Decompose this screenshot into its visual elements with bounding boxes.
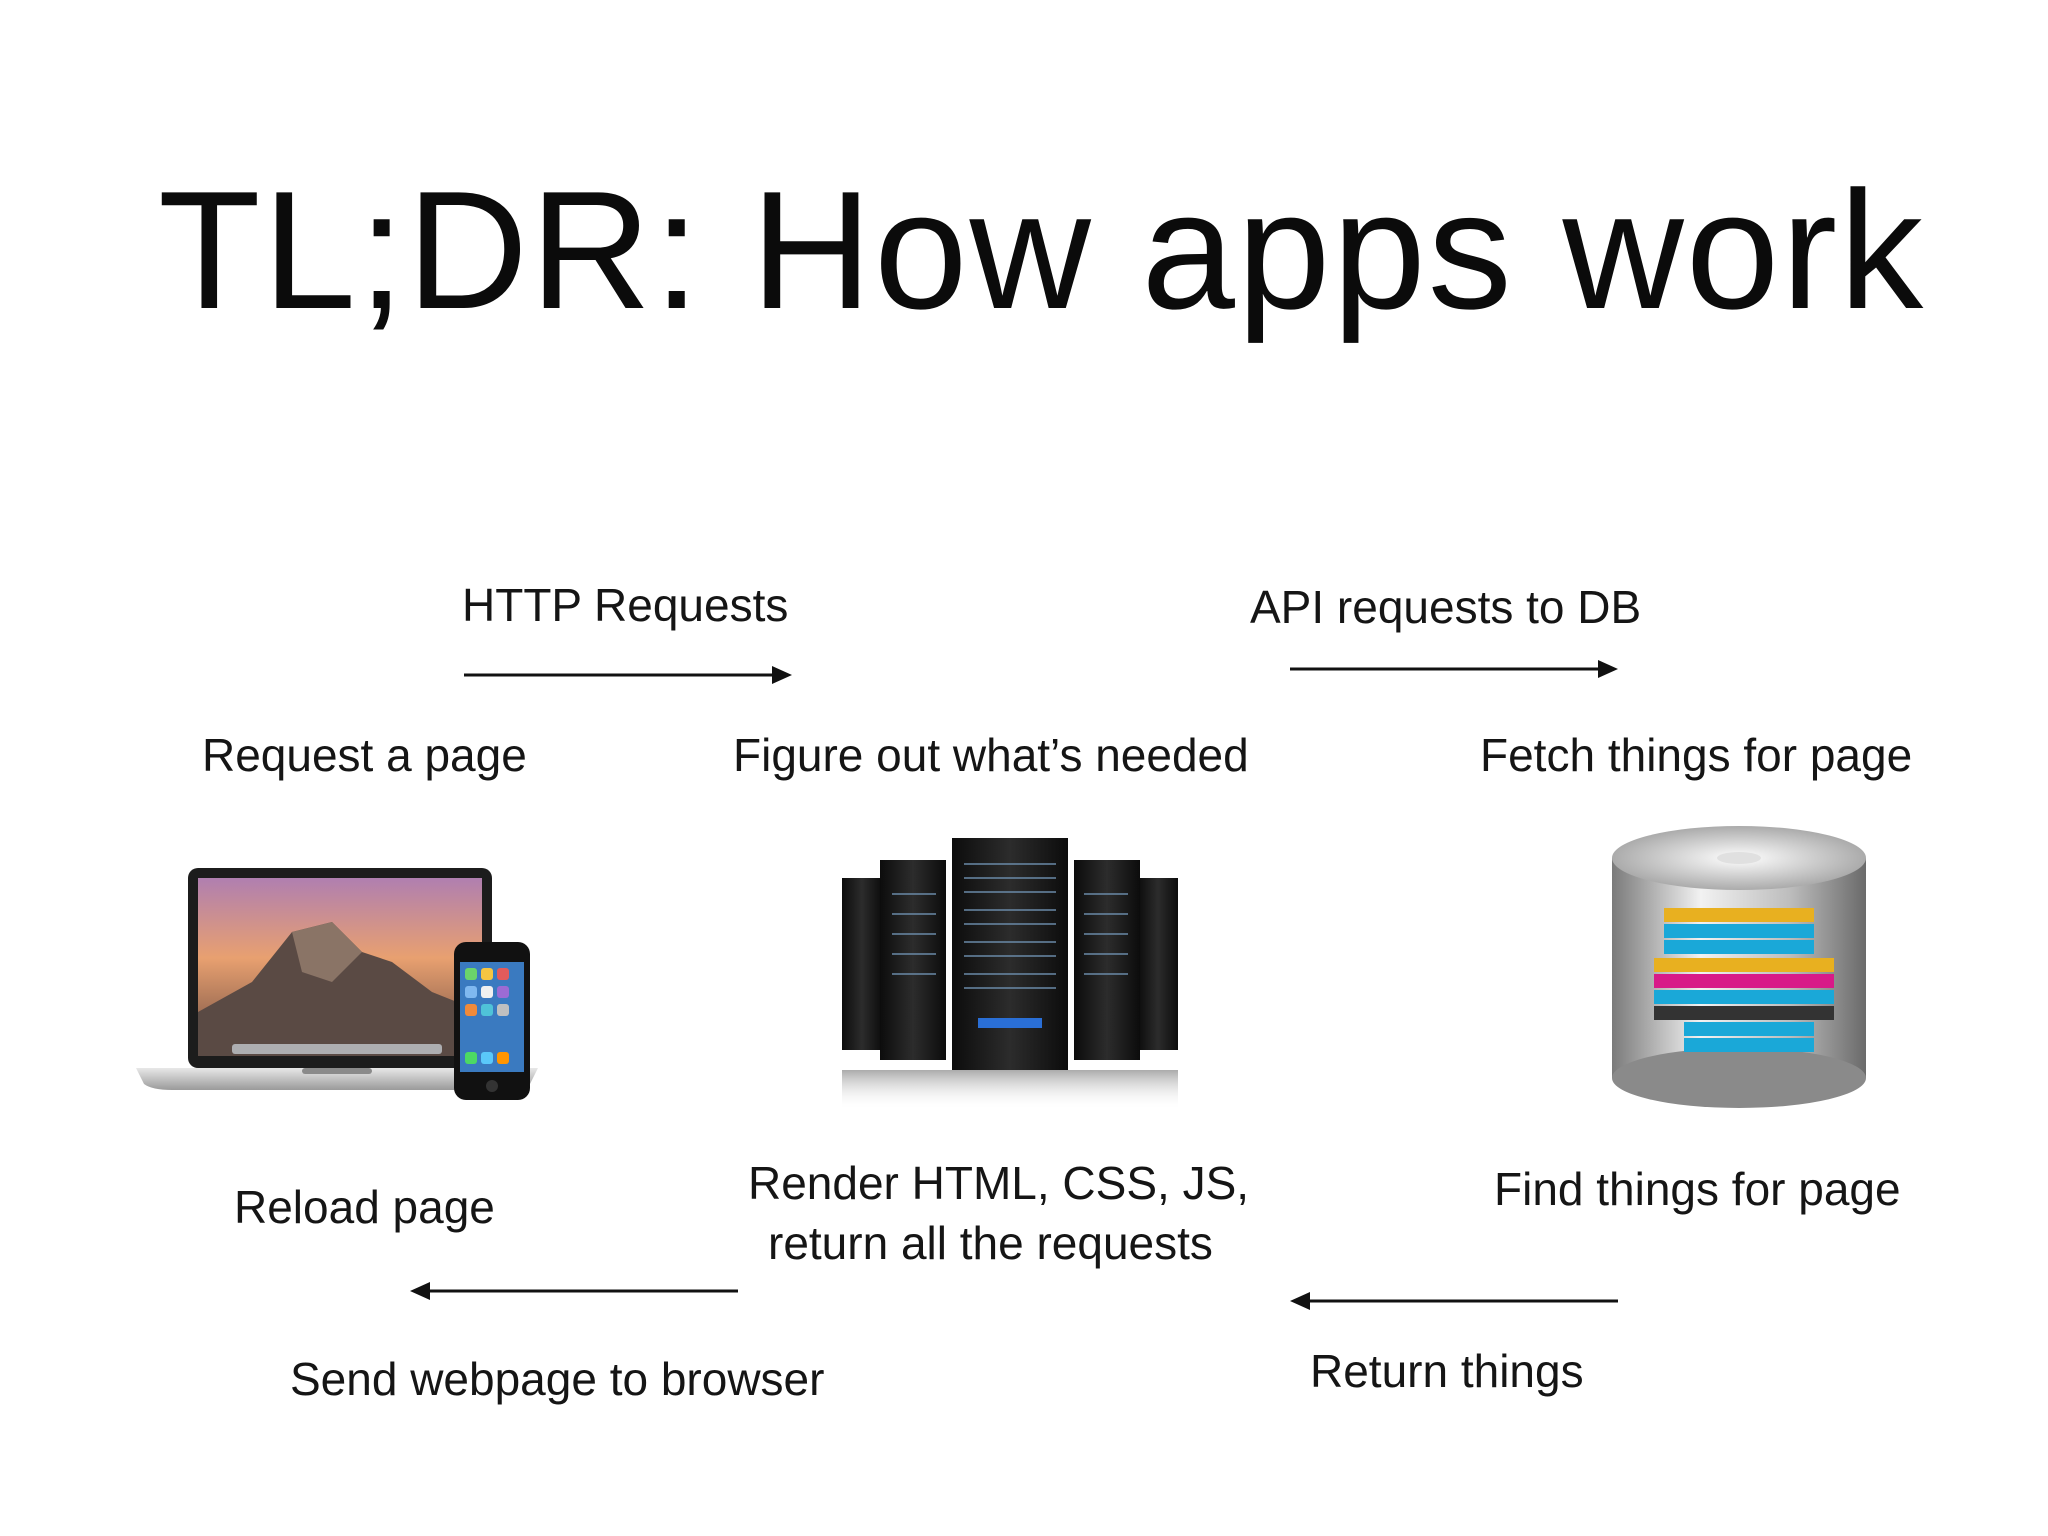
- api-request-arrow: [1290, 660, 1618, 678]
- request-page-label: Request a page: [202, 729, 527, 781]
- send-webpage-arrow: [410, 1282, 738, 1300]
- database-icon: [1612, 826, 1866, 1108]
- return-things-arrow: [1290, 1292, 1618, 1310]
- render-label-line2: return all the requests: [768, 1217, 1213, 1269]
- render-label-line1: Render HTML, CSS, JS,: [748, 1157, 1250, 1209]
- send-webpage-label: Send webpage to browser: [290, 1353, 825, 1405]
- server-rack-icon: [842, 838, 1178, 1110]
- http-requests-label: HTTP Requests: [462, 579, 789, 631]
- api-requests-label: API requests to DB: [1250, 581, 1642, 633]
- fetch-things-label: Fetch things for page: [1480, 729, 1913, 781]
- reload-page-label: Reload page: [234, 1181, 495, 1233]
- return-things-label: Return things: [1310, 1345, 1584, 1397]
- laptop-and-phone-icon: [136, 868, 538, 1100]
- find-things-label: Find things for page: [1494, 1163, 1901, 1215]
- slide-title: TL;DR: How apps work: [158, 156, 1926, 344]
- figure-out-label: Figure out what’s needed: [733, 729, 1249, 781]
- http-request-arrow: [464, 666, 792, 684]
